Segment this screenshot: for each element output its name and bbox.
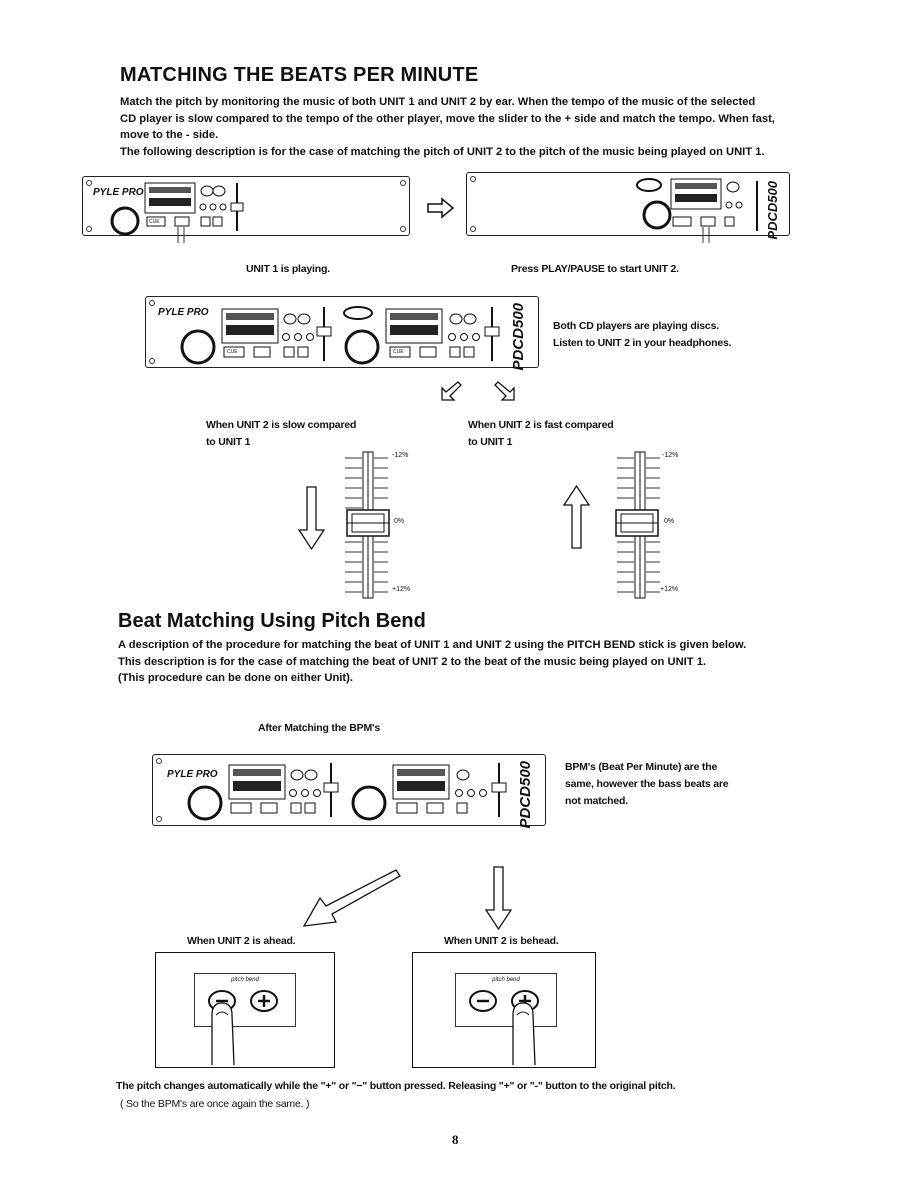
- cd-player-dual-panel: PYLE PRO PDCD500 CUE CUE: [145, 296, 539, 371]
- cd-player-unit1-panel: PYLE PRO CUE: [82, 176, 410, 243]
- note-listen-headphones: Listen to UNIT 2 in your headphones.: [553, 337, 732, 349]
- arrow-down-right-icon: [494, 381, 515, 401]
- pitch-bend-line-1: A description of the procedure for match…: [118, 639, 747, 651]
- pitch-bend-label-behind: pitch bend: [492, 977, 520, 983]
- arrow-down-icon: [297, 486, 326, 551]
- slider-slow-bottom-label: +12%: [392, 586, 411, 593]
- behind-caption: When UNIT 2 is behead.: [444, 935, 559, 947]
- bpm-note-line2: same, however the bass beats are: [565, 778, 729, 790]
- pitch-bend-label-ahead: pitch bend: [231, 977, 259, 983]
- pitch-bend-behind-box: pitch bend: [412, 952, 596, 1068]
- cd-player-dual-panel-2: PYLE PRO PDCD500: [152, 754, 546, 829]
- dual-panel-2-drawing: [156, 758, 507, 822]
- slider-fast-top-label: -12%: [662, 452, 679, 459]
- note-both-playing: Both CD players are playing discs.: [553, 320, 719, 332]
- slow-caption-line2: to UNIT 1: [206, 436, 251, 448]
- slider-slow-top-label: -12%: [392, 452, 409, 459]
- unit2-model-label: PDCD500: [765, 181, 780, 240]
- after-matching-heading: After Matching the BPM's: [258, 722, 380, 734]
- dual-model-label: PDCD500: [510, 303, 527, 371]
- bpm-note-line1: BPM's (Beat Per Minute) are the: [565, 761, 718, 773]
- intro-paragraph: Match the pitch by monitoring the music …: [120, 94, 775, 160]
- caption-unit1-playing: UNIT 1 is playing.: [246, 263, 330, 275]
- pitch-bend-panel-ahead: pitch bend: [194, 973, 296, 1027]
- pitch-bend-panel-behind: pitch bend: [455, 973, 557, 1027]
- slider-slow-mid-label: 0%: [394, 518, 405, 525]
- slider-fast-bottom-label: +12%: [660, 586, 679, 593]
- arrow-up-icon: [562, 484, 591, 549]
- fast-caption-line2: to UNIT 1: [468, 436, 513, 448]
- slow-caption-line1: When UNIT 2 is slow compared: [206, 419, 357, 431]
- slider-fast-mid-label: 0%: [664, 518, 675, 525]
- ahead-caption: When UNIT 2 is ahead.: [187, 935, 296, 947]
- dual2-model-label: PDCD500: [517, 761, 534, 829]
- cd-player-unit2-panel: PDCD500: [466, 172, 790, 243]
- intro-line-1: Match the pitch by monitoring the music …: [120, 96, 756, 108]
- unit2-panel-drawing: [470, 176, 758, 243]
- pitch-bend-line-3: (This procedure can be done on either Un…: [118, 672, 353, 684]
- unit1-brand-logo: PYLE PRO: [93, 187, 144, 198]
- pitch-slider-slow: [345, 451, 390, 599]
- pitch-bend-line-2: This description is for the case of matc…: [118, 655, 707, 668]
- intro-line-2: CD player is slow compared to the tempo …: [120, 112, 775, 125]
- arrow-down-large-icon: [484, 866, 513, 931]
- finger-pressing-icon: [211, 1002, 235, 1066]
- arrow-diagonal-down-left-icon: [302, 869, 401, 927]
- footer-line-1: The pitch changes automatically while th…: [116, 1080, 676, 1092]
- pitch-bend-ahead-box: pitch bend: [155, 952, 335, 1068]
- dual-cue-label-1: CUE: [227, 349, 238, 355]
- dual2-brand-logo: PYLE PRO: [167, 769, 218, 780]
- section-title-pitch-bend: Beat Matching Using Pitch Bend: [118, 610, 426, 632]
- intro-line-4: The following description is for the cas…: [120, 145, 765, 158]
- arrow-down-left-icon: [441, 381, 462, 401]
- pitch-bend-behind-drawing: [469, 990, 539, 1066]
- footer-line-2: ( So the BPM's are once again the same. …: [120, 1098, 310, 1110]
- section-title-matching-bpm: MATCHING THE BEATS PER MINUTE: [120, 64, 479, 86]
- bpm-note-line3: not matched.: [565, 795, 628, 807]
- pitch-bend-ahead-drawing: [208, 990, 278, 1066]
- page-number: 8: [452, 1132, 459, 1147]
- pitch-bend-paragraph: A description of the procedure for match…: [118, 637, 746, 687]
- fast-caption-line1: When UNIT 2 is fast compared: [468, 419, 614, 431]
- arrow-right-icon: [427, 197, 455, 219]
- pitch-slider-fast: [615, 451, 660, 599]
- finger-pressing-plus-icon: [512, 1002, 536, 1066]
- dual-brand-logo: PYLE PRO: [158, 307, 209, 318]
- dual-cue-label-2: CUE: [393, 349, 404, 355]
- unit1-panel-drawing: [86, 180, 406, 243]
- intro-line-3: move to the - side.: [120, 129, 219, 141]
- caption-press-play: Press PLAY/PAUSE to start UNIT 2.: [511, 263, 679, 275]
- dual-panel-drawing: [149, 300, 500, 365]
- unit1-cue-label: CUE: [149, 219, 160, 225]
